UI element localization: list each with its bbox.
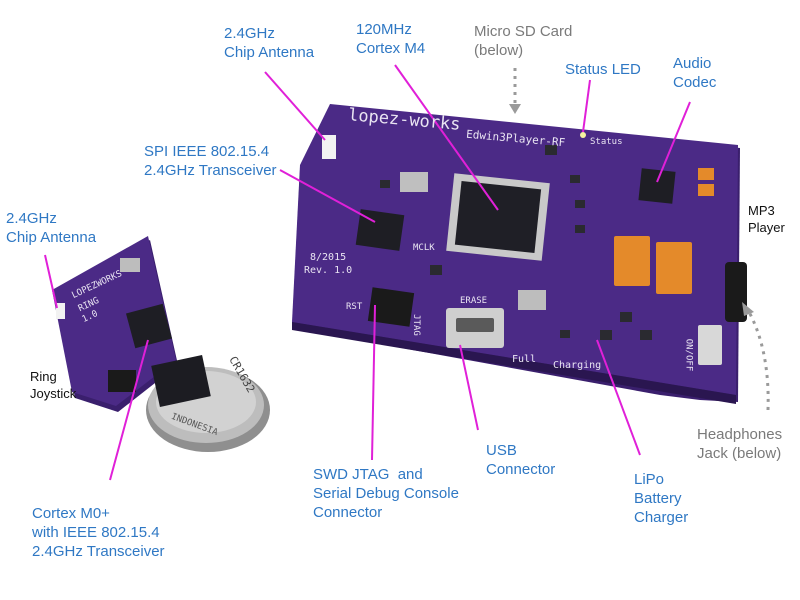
power-switch: [698, 325, 722, 365]
arrow-head: [742, 302, 754, 316]
ring-chip-antenna: [56, 303, 65, 319]
label-micro-sd: Micro SD Card (below): [474, 23, 573, 59]
label-audio-codec: Audio Codec: [673, 55, 717, 91]
capacitor: [614, 236, 650, 286]
coin-cell-battery: [146, 355, 270, 452]
main-pcb-board: [292, 104, 747, 404]
label-headphones-jack: Headphones Jack (below): [697, 426, 783, 462]
arrow-head: [509, 104, 521, 114]
smd-components: [380, 145, 652, 340]
board-rst-label: RST: [346, 302, 363, 312]
label-status-led: Status LED: [565, 61, 641, 78]
board-charging-label: Charging: [553, 360, 602, 371]
capacitor: [656, 242, 692, 294]
board-erase-label: ERASE: [460, 296, 488, 306]
label-chip-antenna-ring: 2.4GHz Chip Antenna: [6, 210, 97, 246]
jtag-connector: [367, 287, 415, 327]
crystal: [518, 290, 546, 310]
cortex-m0-chip: [125, 303, 173, 349]
audio-codec-chip: [638, 168, 676, 204]
board-full-label: Full: [512, 354, 537, 365]
main-chip-antenna: [322, 135, 336, 159]
label-ring-joystick: Ring Joystick: [30, 369, 77, 401]
status-led: [580, 132, 586, 138]
label-cortex-m4: 120MHz Cortex M4: [356, 21, 426, 57]
capacitor: [698, 168, 714, 180]
label-spi-transceiver: SPI IEEE 802.15.4 2.4GHz Transceiver: [144, 143, 277, 179]
cortex-m4-chip: [446, 173, 550, 261]
label-cortex-m0: Cortex M0+ with IEEE 802.15.4 2.4GHz Tra…: [32, 505, 165, 560]
label-chip-antenna-main: 2.4GHz Chip Antenna: [224, 25, 315, 61]
crystal: [400, 172, 428, 192]
capacitor: [698, 184, 714, 196]
ring-joystick: [108, 370, 136, 392]
label-swd-jtag: SWD JTAG and Serial Debug Console Connec…: [313, 466, 459, 521]
board-mclk-label: MCLK: [413, 243, 435, 253]
label-usb-connector: USB Connector: [486, 442, 556, 478]
ring-pcb-board: [52, 236, 178, 412]
leader-lines: [44, 64, 691, 481]
spi-transceiver-chip: [355, 209, 405, 251]
label-lipo-charger: LiPo Battery Charger: [634, 471, 689, 526]
board-status-label: Status: [590, 137, 623, 147]
board-date: 8/2015: [310, 252, 347, 263]
board-onoff-label: ON/OFF: [683, 338, 694, 372]
label-mp3-player: MP3 Player: [748, 203, 785, 235]
board-revision: Rev. 1.0: [304, 265, 353, 276]
board-jtag-label: JTAG: [410, 314, 421, 336]
dotted-arrows: [513, 68, 770, 411]
headphone-jack: [725, 262, 747, 322]
